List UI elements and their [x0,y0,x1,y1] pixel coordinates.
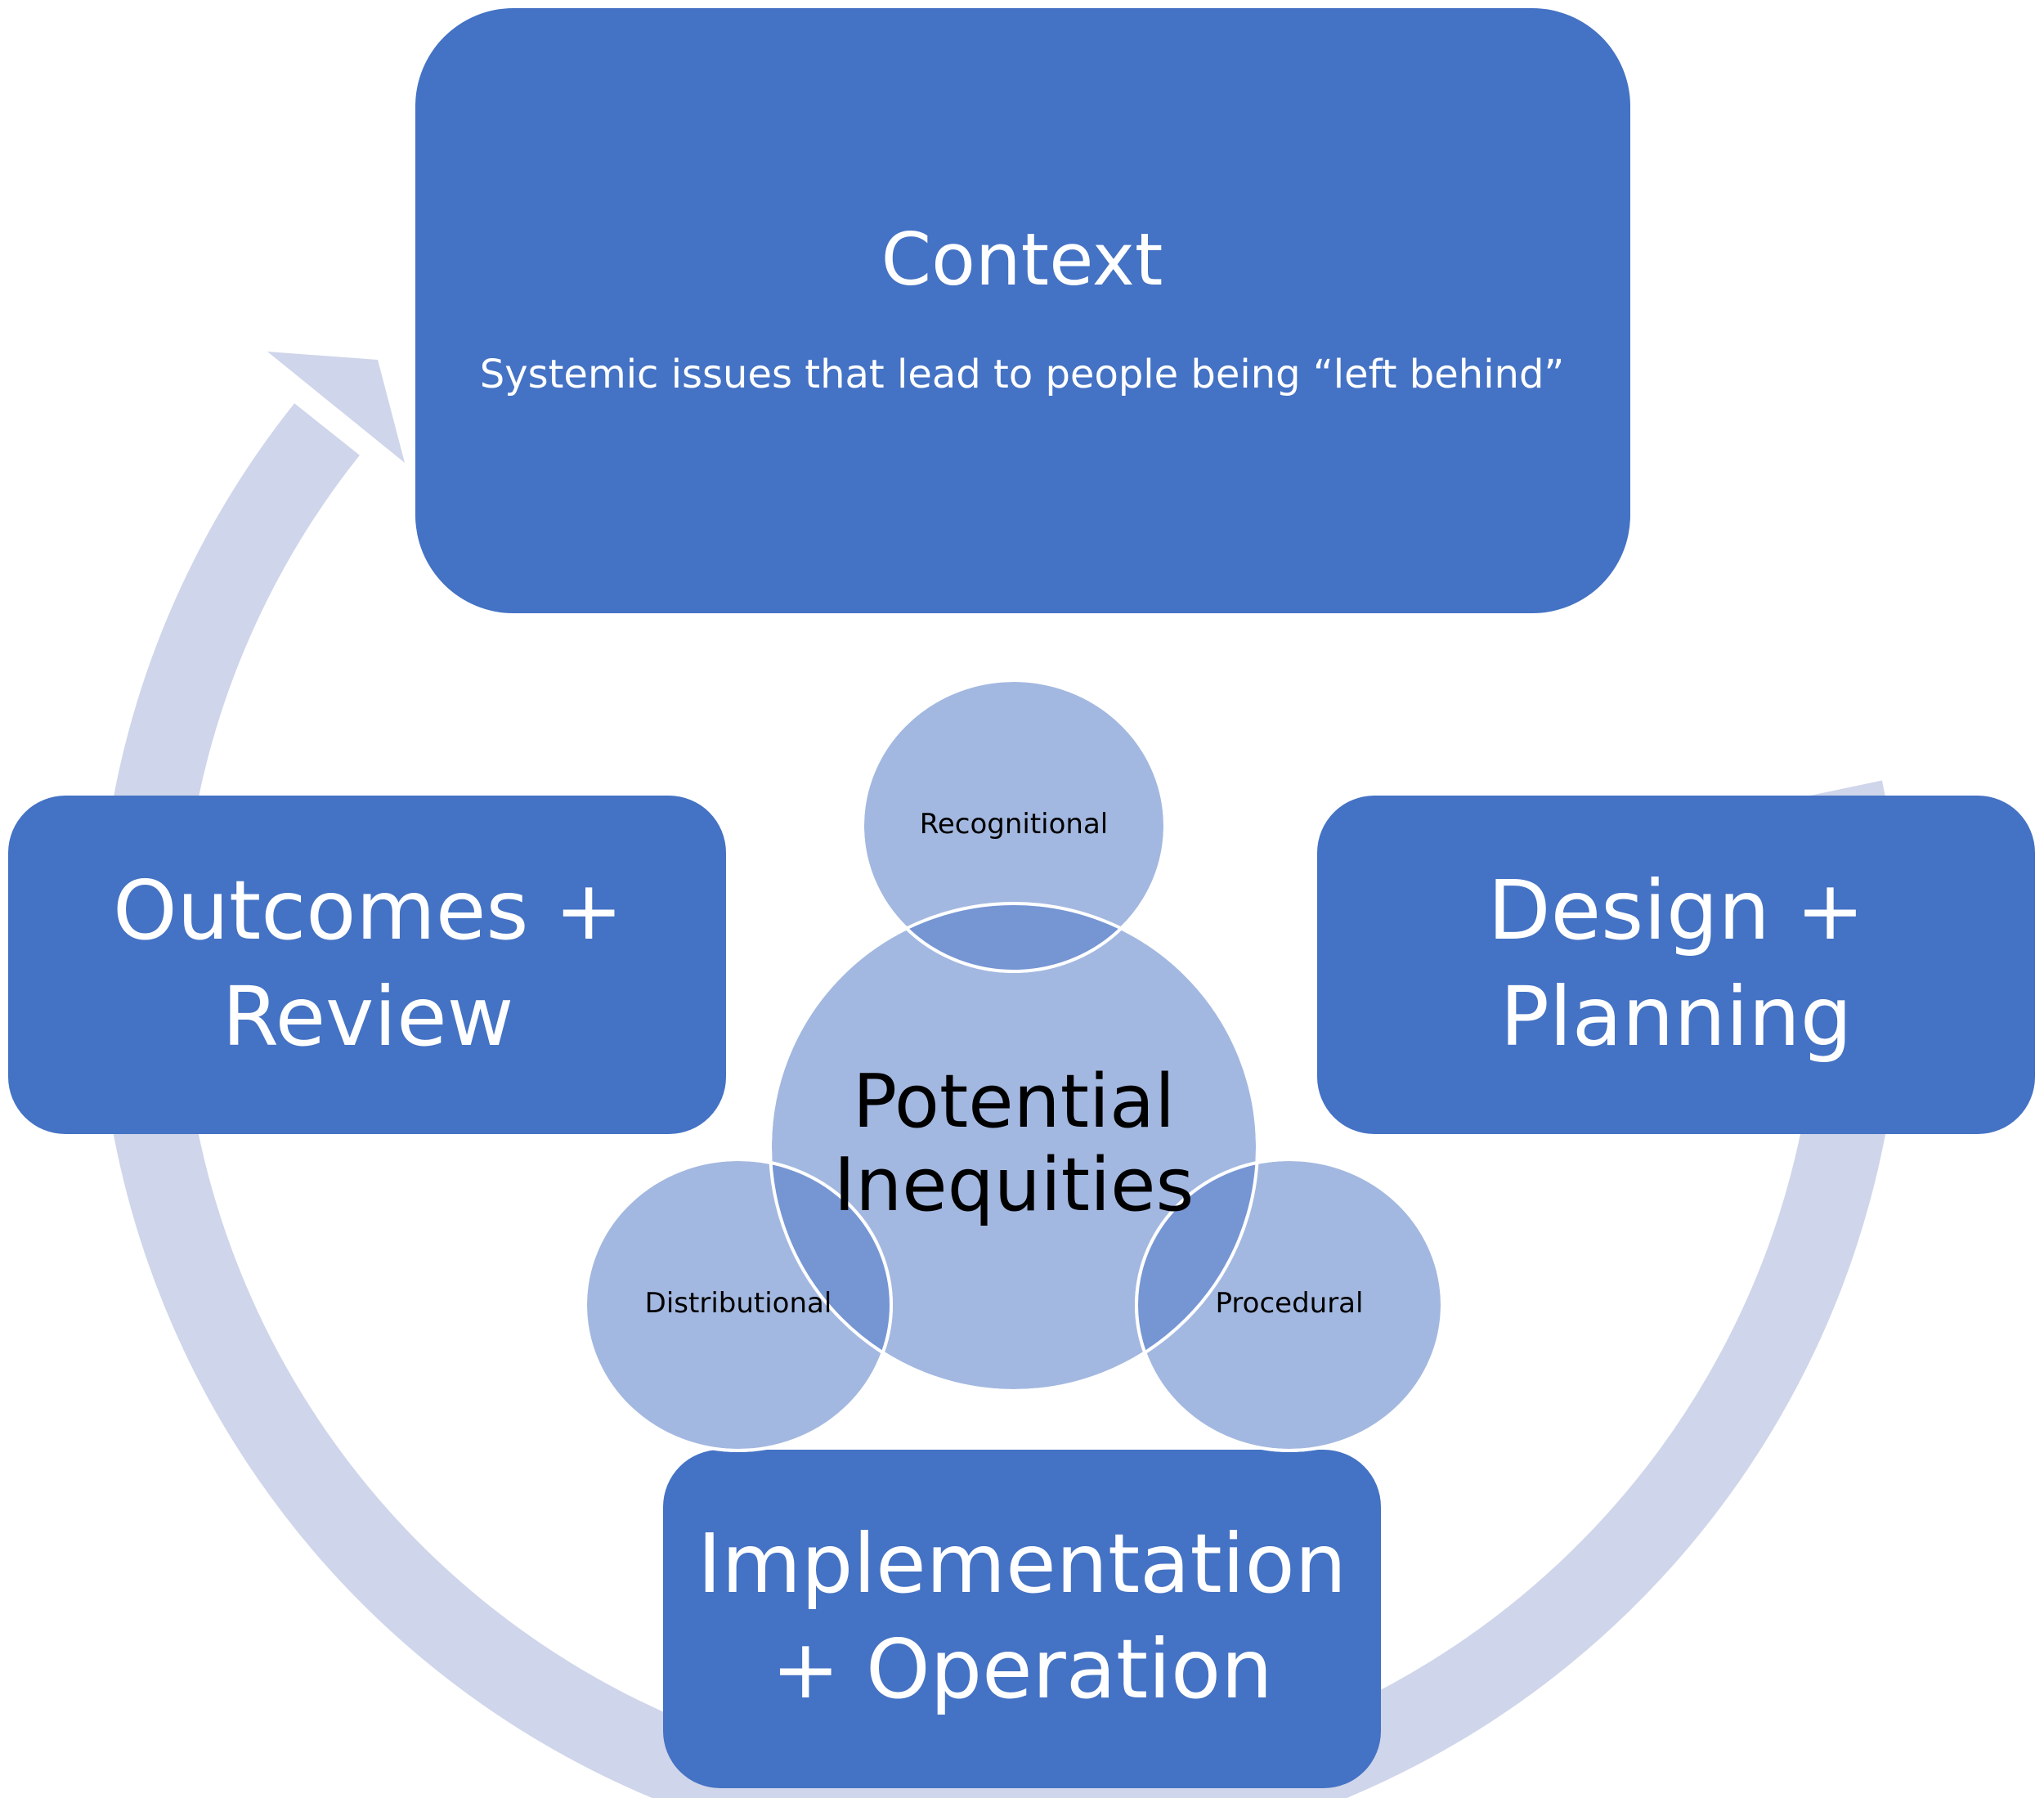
recognitional-outline [861,679,1167,973]
recognitional-label: Recognitional [920,808,1109,841]
center-label-line2: Inequities [834,1142,1195,1228]
outcomes-box [8,796,726,1134]
context-subtitle: Systemic issues that lead to people bein… [480,352,1565,397]
cycle-arrow-icon [267,352,405,463]
context-title: Context [881,217,1163,302]
inequities-venn [584,679,1444,1452]
design-label-line1: Design + [1488,863,1865,958]
procedural-outline [1135,1158,1444,1452]
distributional-outline [584,1158,893,1452]
stage-boxes [8,8,2035,1788]
design-box [1317,796,2035,1134]
outcomes-label-line2: Review [222,969,514,1065]
distributional-label: Distributional [645,1287,832,1320]
design-label-line2: Planning [1500,969,1853,1065]
center-label-line1: Potential [853,1059,1175,1145]
implementation-label-line1: Implementation [697,1516,1347,1612]
implementation-label-line2: + Operation [771,1621,1272,1717]
outcomes-label-line1: Outcomes + [113,863,623,958]
context-box [415,8,1630,613]
implementation-box [663,1450,1381,1788]
center-outline [769,902,1259,1392]
procedural-label: Procedural [1216,1287,1364,1320]
